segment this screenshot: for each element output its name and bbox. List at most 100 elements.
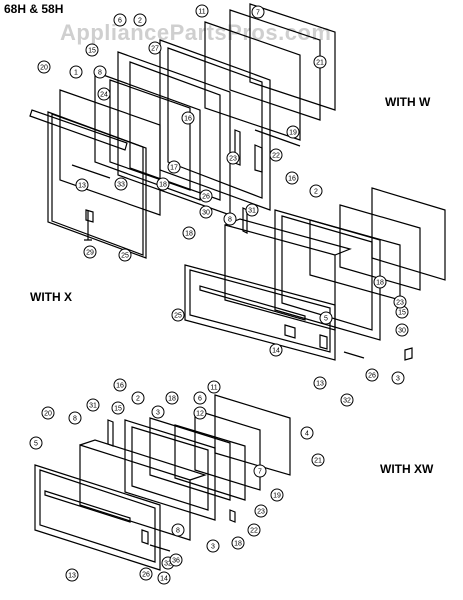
callout-number: 2 [138,18,142,25]
callout-mid-18: 18 [373,275,387,289]
glass-panel-9 [194,409,261,491]
callout-number: 18 [159,182,167,189]
callout-number: 20 [44,411,52,418]
callout-number: 3 [156,410,160,417]
callout-bottom-5: 5 [29,436,43,450]
callout-bottom-19: 19 [270,488,284,502]
callout-number: 14 [160,576,168,583]
callout-mid-26: 26 [365,368,379,382]
callout-bottom-11: 11 [207,380,221,394]
section-label-with-x: WITH X [30,290,72,304]
callout-number: 27 [151,46,159,53]
callout-mid-3: 3 [391,371,405,385]
door-liner-3 [79,444,191,541]
callout-number: 17 [170,165,178,172]
callout-mid-18: 18 [182,226,196,240]
callout-mid-13: 13 [313,376,327,390]
callout-mid-14: 14 [269,343,283,357]
callout-number: 32 [343,398,351,405]
callout-mid-5: 5 [319,311,333,325]
door-handle-3 [44,490,131,523]
glass-panel-8 [174,424,246,501]
callout-number: 31 [89,403,97,410]
callout-number: 24 [100,92,108,99]
callout-bottom-18: 18 [231,536,245,550]
callout-mid-15: 15 [395,305,409,319]
callout-top-33: 33 [114,177,128,191]
callout-number: 26 [142,572,150,579]
door-outer-panel [47,111,147,259]
callout-top-17: 17 [167,160,181,174]
callout-top-8: 8 [93,65,107,79]
callout-number: 36 [172,558,180,565]
callout-bottom-16: 16 [113,378,127,392]
callout-number: 25 [121,253,129,260]
callout-bottom-7: 7 [253,464,267,478]
callout-top-16: 16 [181,111,195,125]
callout-bottom-18: 18 [165,391,179,405]
callout-number: 2 [314,189,318,196]
callout-top-2: 2 [133,13,147,27]
inner-panel [59,89,161,216]
callout-top-13: 13 [75,178,89,192]
callout-number: 19 [289,130,297,137]
callout-number: 5 [34,441,38,448]
callout-number: 7 [258,469,262,476]
callout-number: 16 [288,176,296,183]
callout-number: 21 [316,60,324,67]
callout-mid-8: 8 [223,212,237,226]
callout-number: 18 [234,541,242,548]
callout-number: 1 [74,70,78,77]
callout-number: 2 [136,396,140,403]
callout-top-27: 27 [148,41,162,55]
door-liner-2 [224,224,336,331]
callout-bottom-8: 8 [68,411,82,425]
callout-number: 23 [257,509,265,516]
callout-number: 7 [256,10,260,17]
door-liner [94,71,201,201]
callout-number: 29 [86,250,94,257]
callout-number: 6 [198,396,202,403]
callout-bottom-13: 13 [65,568,79,582]
callout-number: 18 [185,231,193,238]
callout-number: 19 [273,493,281,500]
callout-mid-31: 31 [245,203,259,217]
callout-bottom-3: 3 [206,539,220,553]
callout-number: 18 [168,396,176,403]
callout-top-21: 21 [313,55,327,69]
callout-bottom-36: 36 [169,553,183,567]
callout-bottom-2: 2 [131,391,145,405]
callout-number: 12 [196,411,204,418]
glass-panel-6 [371,187,446,281]
glass-panel-3 [249,3,336,111]
callout-mid-30: 30 [395,323,409,337]
callout-top-22: 22 [269,148,283,162]
callout-number: 6 [118,18,122,25]
callout-top-11: 11 [195,4,209,18]
callout-top-6: 6 [113,13,127,27]
callout-number: 3 [396,376,400,383]
callout-bottom-20: 20 [41,406,55,420]
callout-top-1: 1 [69,65,83,79]
callout-bottom-3: 3 [151,405,165,419]
section-label-with-w: WITH W [385,95,431,109]
callout-number: 22 [272,153,280,160]
callout-number: 31 [248,208,256,215]
glass-panel-1 [204,21,301,141]
callout-bottom-4: 4 [300,426,314,440]
callout-bottom-21: 21 [311,453,325,467]
callout-number: 3 [211,544,215,551]
callout-number: 18 [376,280,384,287]
callout-number: 25 [174,313,182,320]
callout-top-24: 24 [97,87,111,101]
callout-mid-23: 23 [393,295,407,309]
callout-bottom-31: 31 [86,398,100,412]
callout-bottom-12: 12 [193,406,207,420]
callout-number: 23 [229,156,237,163]
callout-number: 30 [202,210,210,217]
callout-number: 15 [88,48,96,55]
oven-door-frame [159,39,271,211]
callout-number: 30 [398,328,406,335]
glass-panel-7 [149,417,231,501]
